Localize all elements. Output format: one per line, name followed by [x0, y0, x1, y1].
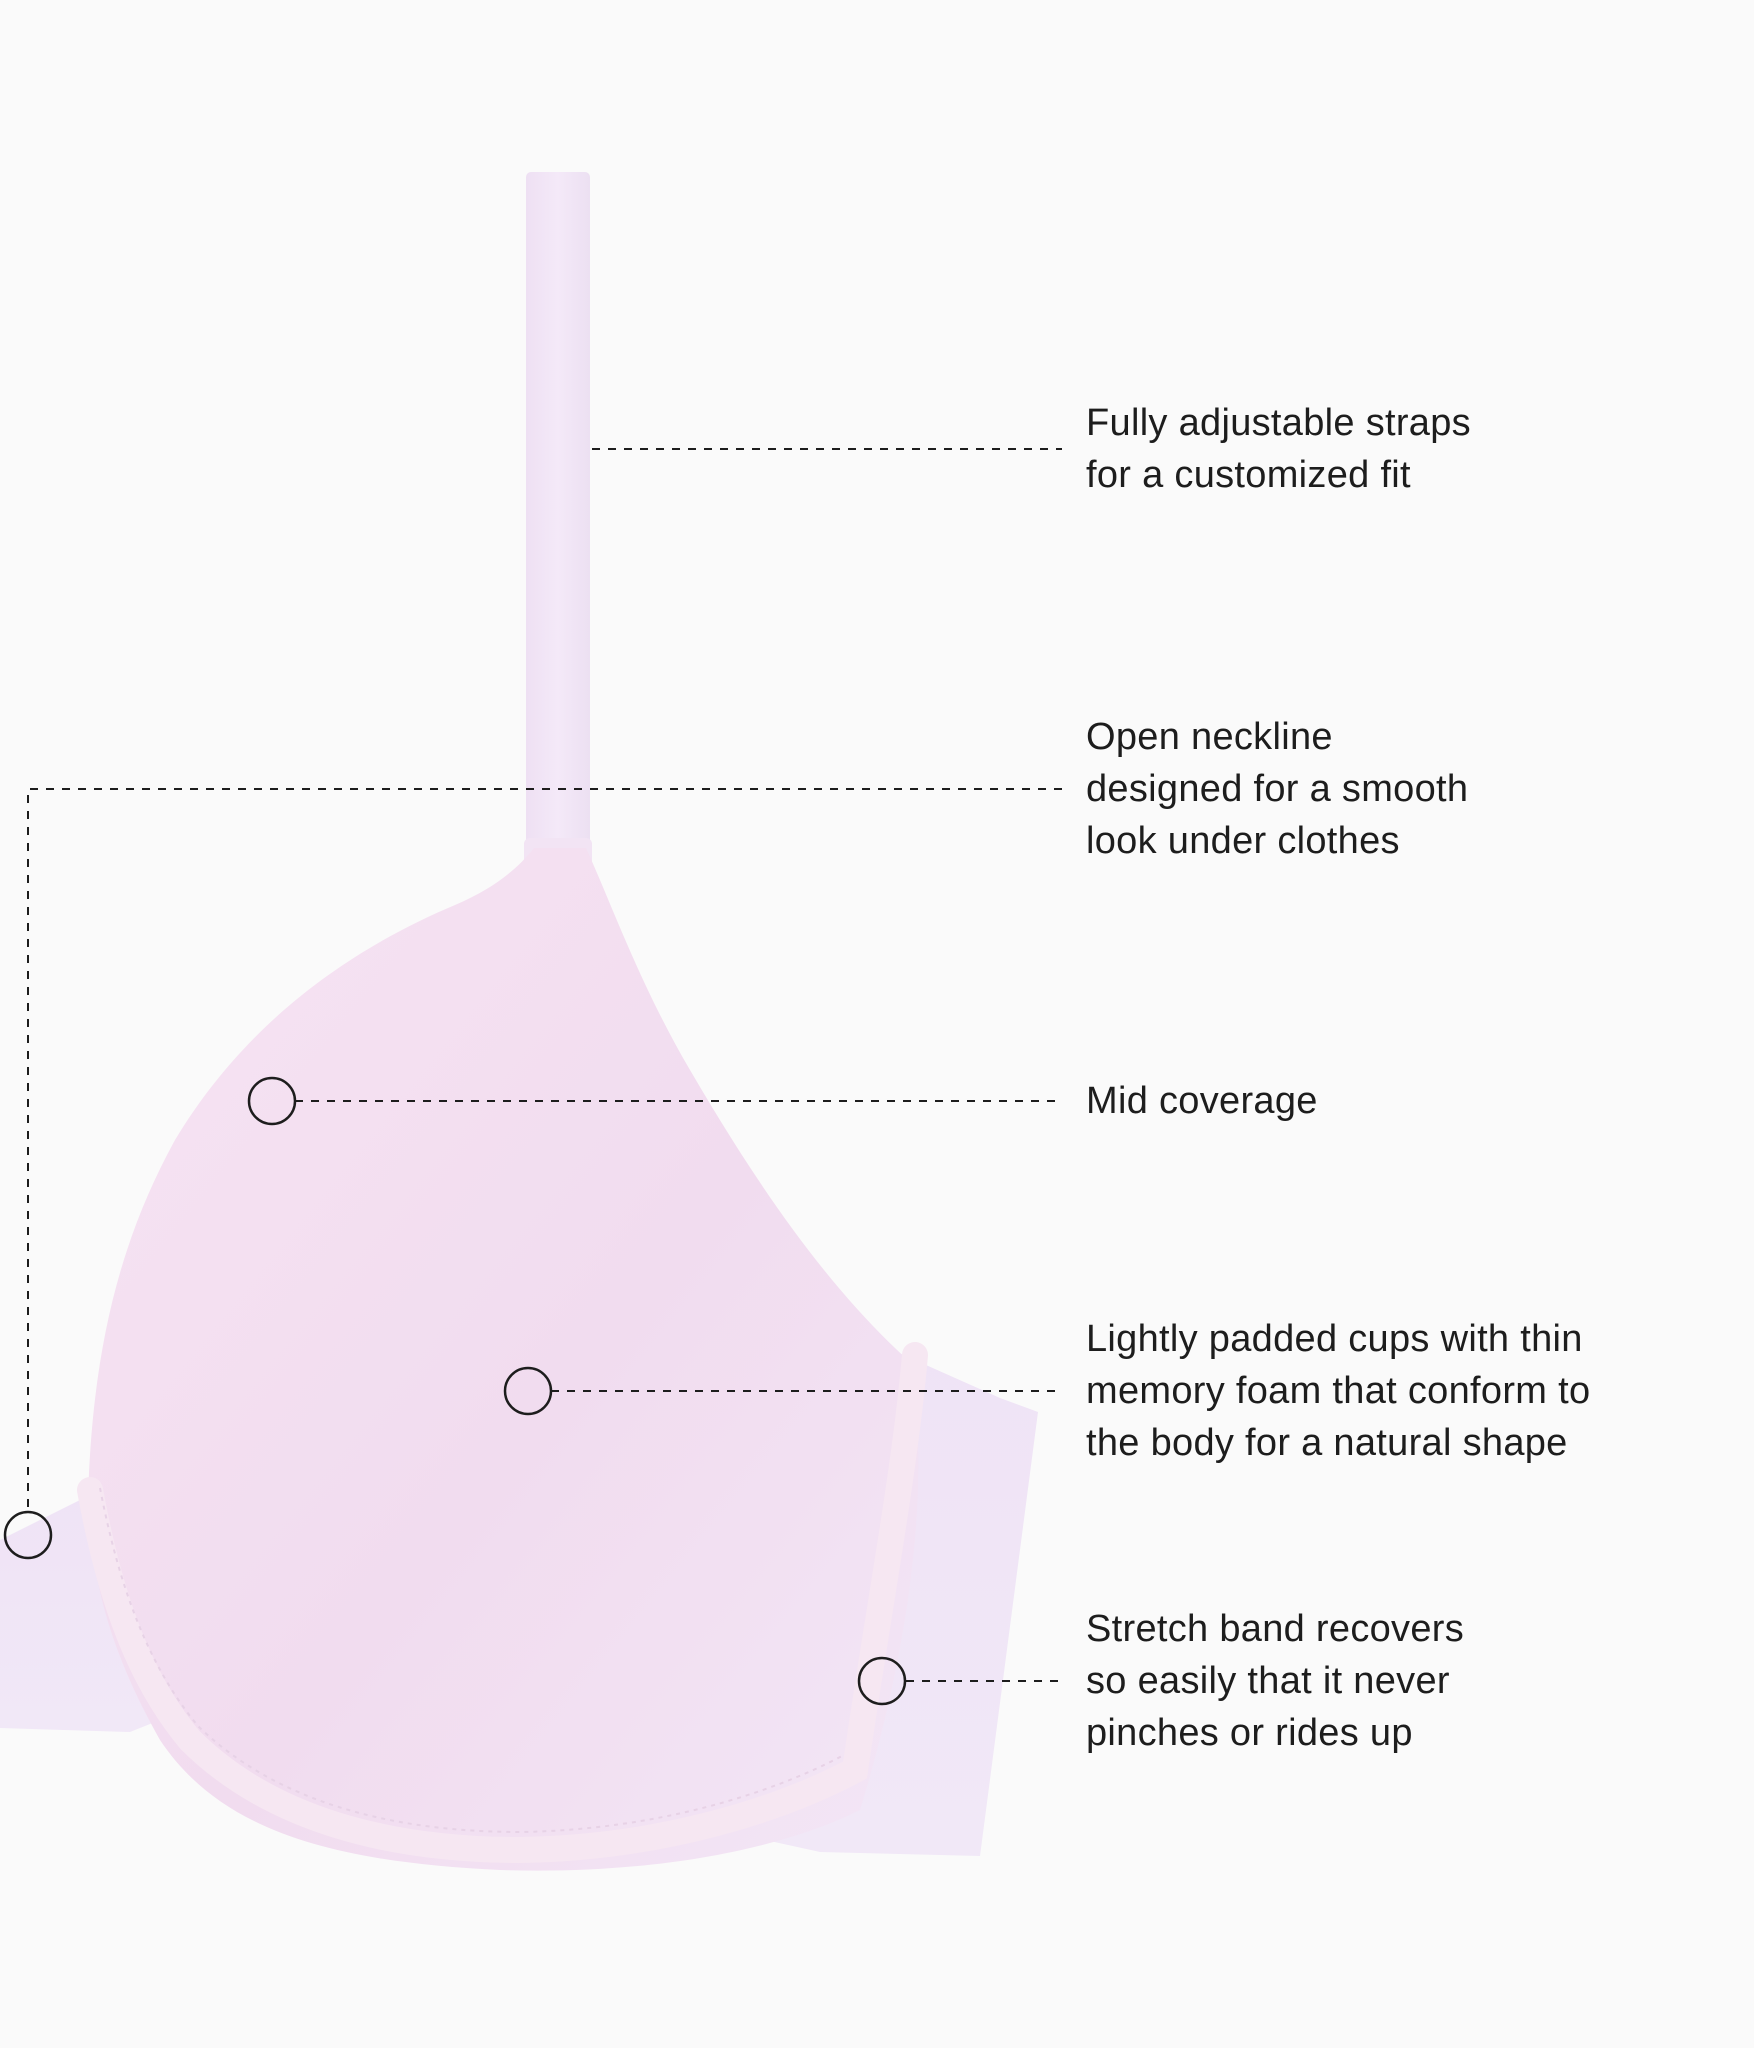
- neckline-callout-label: Open neckline designed for a smooth look…: [1086, 711, 1706, 867]
- band-callout-label: Stretch band recovers so easily that it …: [1086, 1603, 1706, 1759]
- cups-marker-icon[interactable]: [503, 1366, 553, 1416]
- coverage-callout-line-1: Mid coverage: [1086, 1080, 1318, 1122]
- band-callout-line-1: Stretch band recovers: [1086, 1608, 1465, 1650]
- neckline-callout-line-1: Open neckline: [1086, 716, 1333, 758]
- band-callout-line-3: pinches or rides up: [1086, 1712, 1413, 1754]
- neckline-callout-line-2: designed for a smooth: [1086, 768, 1469, 810]
- bra-cup: [88, 848, 919, 1871]
- band-callout-line-2: so easily that it never: [1086, 1660, 1450, 1702]
- coverage-marker-icon[interactable]: [247, 1076, 297, 1126]
- cups-callout-line-2: memory foam that conform to: [1086, 1370, 1591, 1412]
- underwire-trim: [77, 1342, 928, 1864]
- straps-callout-label: Fully adjustable straps for a customized…: [1086, 397, 1706, 501]
- straps-callout-line-2: for a customized fit: [1086, 454, 1411, 496]
- cups-callout-line-3: the body for a natural shape: [1086, 1422, 1568, 1464]
- neckline-marker-icon[interactable]: [3, 1510, 53, 1560]
- underwire-stitch: [99, 1487, 843, 1834]
- callout-lines: [27, 448, 1062, 1682]
- cups-callout-line-1: Lightly padded cups with thin: [1086, 1318, 1583, 1360]
- straps-callout-line-1: Fully adjustable straps: [1086, 402, 1471, 444]
- neckline-callout-line-3: look under clothes: [1086, 820, 1400, 862]
- callout-markers: [3, 1076, 907, 1706]
- center-gore-band: [0, 1490, 160, 1732]
- shoulder-strap: [526, 172, 590, 848]
- band-marker-icon[interactable]: [857, 1656, 907, 1706]
- cups-callout-label: Lightly padded cups with thin memory foa…: [1086, 1313, 1706, 1469]
- coverage-callout-label: Mid coverage: [1086, 1075, 1706, 1127]
